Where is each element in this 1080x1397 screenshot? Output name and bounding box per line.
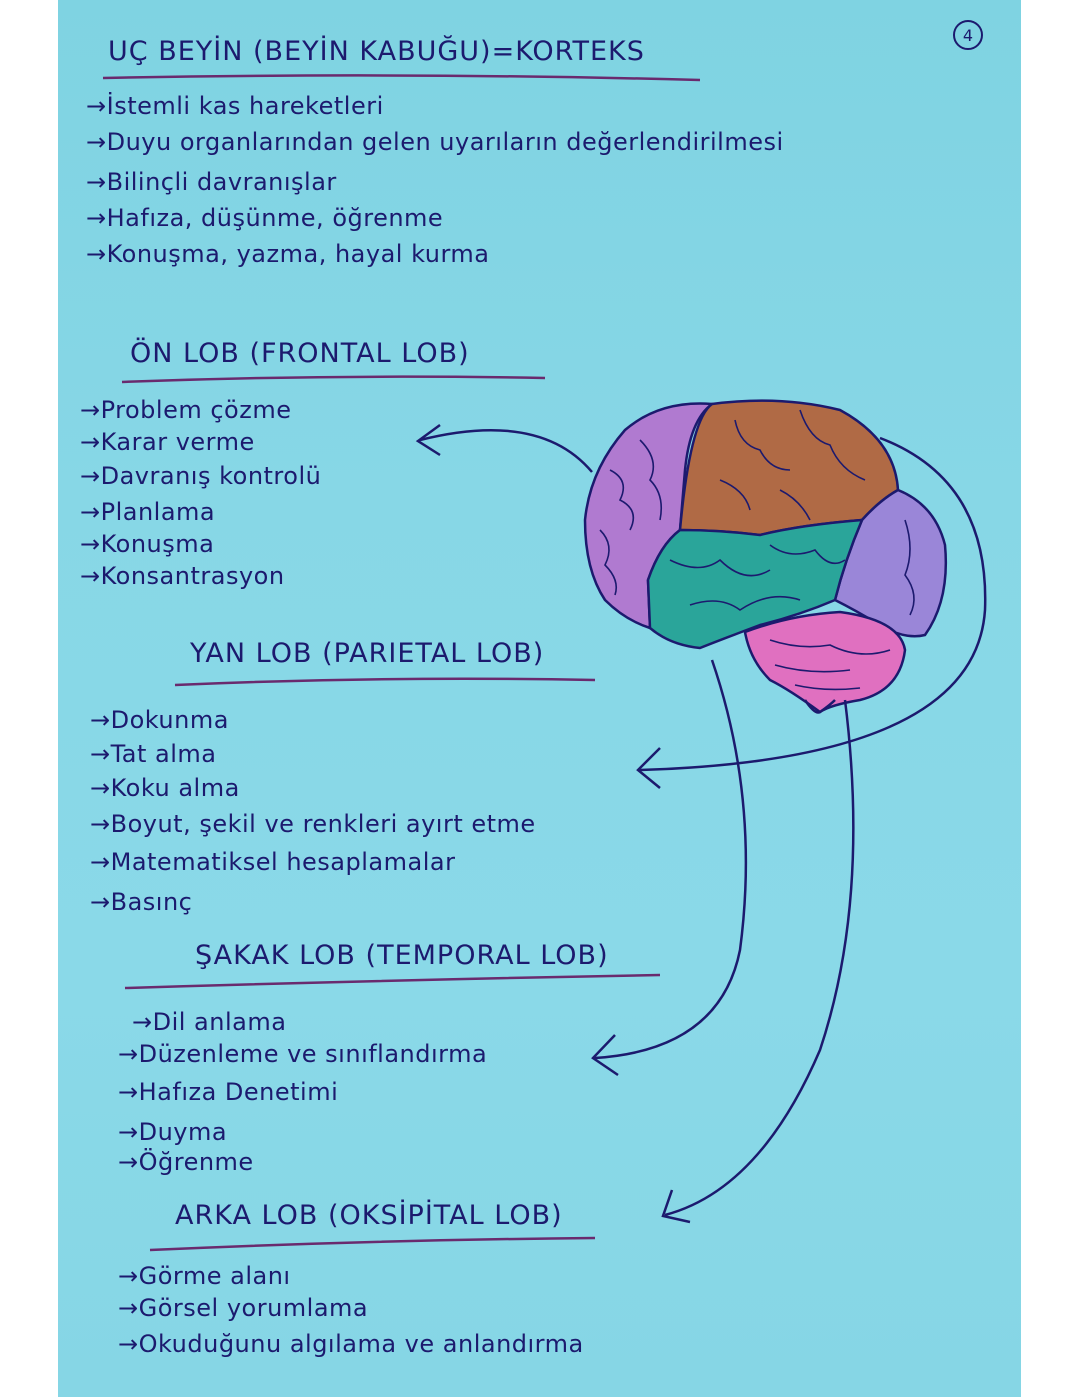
occipital-title: ARKA LOB (OKSİPİTAL LOB) (175, 1200, 563, 1231)
header-item-3: →Bilinçli davranışlar (86, 168, 337, 196)
header-item-2: →Duyu organlarından gelen uyarıların değ… (86, 128, 784, 156)
parietal-item-3: →Koku alma (90, 774, 240, 802)
temporal-item-1: →Dil anlama (132, 1008, 287, 1036)
temporal-item-5: →Öğrenme (118, 1148, 254, 1176)
header-item-1: →İstemli kas hareketleri (86, 92, 384, 120)
frontal-item-2: →Karar verme (80, 428, 255, 456)
occipital-item-1: →Görme alanı (118, 1262, 291, 1290)
parietal-item-1: →Dokunma (90, 706, 229, 734)
frontal-item-1: →Problem çözme (80, 396, 292, 424)
parietal-item-2: →Tat alma (90, 740, 217, 768)
parietal-title: YAN LOB (PARIETAL LOB) (190, 638, 545, 669)
parietal-item-5: →Matematiksel hesaplamalar (90, 848, 456, 876)
page-number: 4 (953, 20, 983, 50)
temporal-item-4: →Duyma (118, 1118, 228, 1146)
frontal-title: ÖN LOB (FRONTAL LOB) (130, 338, 470, 369)
temporal-item-3: →Hafıza Denetimi (118, 1078, 339, 1106)
occipital-item-2: →Görsel yorumlama (118, 1294, 369, 1322)
frontal-item-5: →Konuşma (80, 530, 215, 558)
frontal-item-4: →Planlama (80, 498, 216, 526)
occipital-item-3: →Okuduğunu algılama ve anlandırma (118, 1330, 584, 1358)
temporal-item-2: →Düzenleme ve sınıflandırma (118, 1040, 488, 1068)
temporal-title: ŞAKAK LOB (TEMPORAL LOB) (195, 940, 609, 971)
header-item-5: →Konuşma, yazma, hayal kurma (86, 240, 490, 268)
parietal-item-4: →Boyut, şekil ve renkleri ayırt etme (90, 810, 536, 838)
frontal-item-3: →Davranış kontrolü (80, 462, 322, 490)
frontal-item-6: →Konsantrasyon (80, 562, 285, 590)
header-title: UÇ BEYİN (BEYİN KABUĞU)=KORTEKS (108, 36, 645, 67)
header-item-4: →Hafıza, düşünme, öğrenme (86, 204, 444, 232)
parietal-item-6: →Basınç (90, 888, 193, 916)
